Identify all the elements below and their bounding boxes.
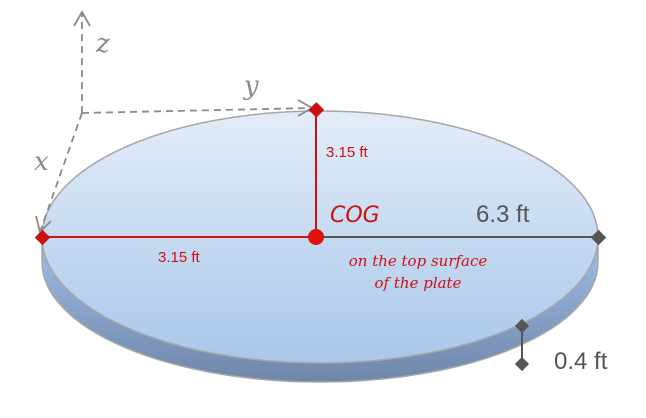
coordinate-axes <box>35 10 314 234</box>
vertical-radius-label: 3.15 ft <box>326 144 369 161</box>
left-edge-marker <box>34 229 51 246</box>
x-axis-arrowhead <box>35 215 52 234</box>
cog-note-line2: of the plate <box>375 274 462 292</box>
cog-label: COG <box>330 203 380 228</box>
thickness-top-marker <box>514 318 530 334</box>
y-axis <box>81 107 313 114</box>
x-axis-label: x <box>34 147 49 177</box>
right-edge-marker <box>590 229 607 246</box>
z-axis-label: z <box>95 29 110 59</box>
cog-point <box>308 229 324 245</box>
horizontal-radius-label: 3.15 ft <box>158 249 201 266</box>
z-axis-arrowhead <box>73 10 91 27</box>
y-axis-label: y <box>243 71 259 101</box>
thickness-bottom-marker <box>514 356 530 372</box>
cog-note-line1: on the top surface <box>349 252 488 270</box>
thickness-label: 0.4 ft <box>554 348 608 375</box>
x-axis <box>39 112 83 233</box>
diameter-label: 6.3 ft <box>476 201 530 228</box>
